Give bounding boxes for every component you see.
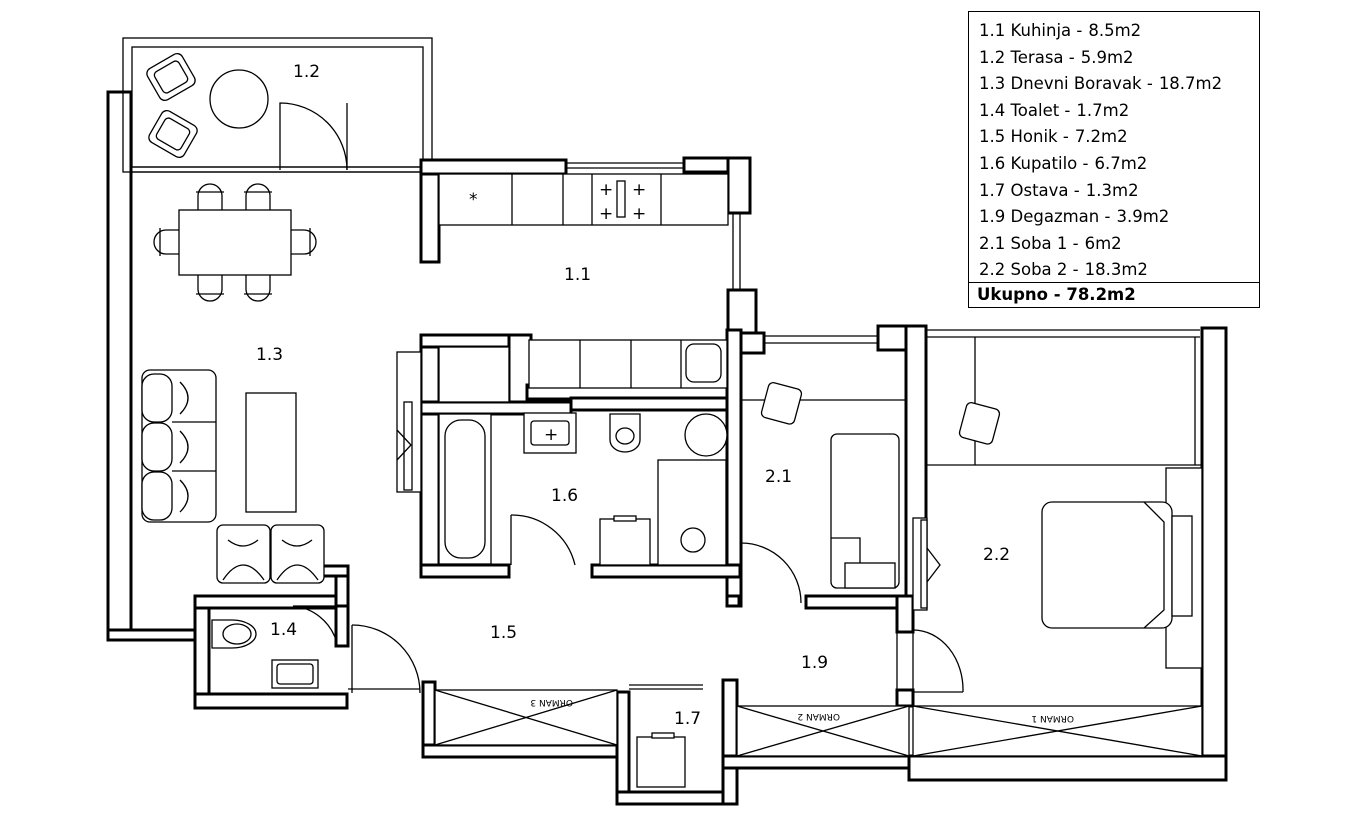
legend-item: 1.1 Kuhinja -8.5m2 <box>979 21 1142 40</box>
svg-text:+: + <box>632 204 646 224</box>
legend-item: 2.2 Soba 2 -18.3m2 <box>979 260 1148 280</box>
sofa-icon <box>141 369 217 523</box>
room-label-bedroom-1: 2.1 <box>765 467 792 487</box>
room-labels: 1.1 1.2 1.3 1.4 1.5 1.6 1.7 1.9 2.1 2.2 <box>256 62 1010 729</box>
stove-icon: + + + + <box>599 180 646 224</box>
toilet-icon <box>211 619 257 649</box>
door-icon <box>279 102 348 171</box>
table-icon <box>209 69 269 129</box>
dining-set <box>153 183 317 302</box>
svg-text:+: + <box>632 180 646 200</box>
room-label-toilet: 1.4 <box>270 620 297 640</box>
kitchen-units: * + + + + <box>396 173 729 493</box>
chair-icon <box>146 52 196 102</box>
legend-total: Ukupno - 78.2m2 <box>969 282 1259 307</box>
walls <box>106 37 1228 806</box>
door-icon <box>348 624 421 694</box>
armchair-icon <box>216 524 325 584</box>
room-label-bathroom: 1.6 <box>551 486 578 506</box>
legend-item: 1.6 Kupatilo -6.7m2 <box>979 153 1148 173</box>
sink-icon <box>685 343 722 383</box>
chair-icon <box>153 183 317 302</box>
legend-item: 2.1 Soba 1 -6m2 <box>979 233 1122 253</box>
room-label-terrace: 1.2 <box>293 62 320 82</box>
bedroom-1-furniture <box>740 382 906 604</box>
wardrobe-label: ORMAN 3 <box>530 697 573 707</box>
living-furniture <box>141 369 325 584</box>
wall-bedroom2-right <box>1200 326 1228 782</box>
legend-item: 1.9 Degazman -3.9m2 <box>979 207 1170 227</box>
wardrobes: ORMAN 3 ORMAN 2 ORMAN 1 <box>434 689 1203 757</box>
counter <box>438 173 729 226</box>
door-icon <box>740 542 802 604</box>
legend-item: 1.4 Toalet -1.7m2 <box>979 100 1130 120</box>
terrace-furniture <box>146 52 348 171</box>
door-icon <box>510 514 576 566</box>
wall-bath-left <box>419 333 441 577</box>
legend-item: 1.3 Dnevni Boravak -18.7m2 <box>979 74 1223 94</box>
toilet-room <box>211 605 421 694</box>
bathroom-fixtures: + <box>438 412 728 566</box>
chair-icon <box>148 109 198 159</box>
chair-icon <box>760 382 803 425</box>
coffee-table <box>245 392 297 513</box>
sink-icon: * <box>469 190 478 210</box>
wall-living-left <box>106 90 133 640</box>
bed-icon <box>1041 501 1193 629</box>
pantry <box>629 684 703 788</box>
legend-item: 1.2 Terasa -5.9m2 <box>979 47 1134 67</box>
room-label-hallway: 1.5 <box>490 623 517 643</box>
washer-icon <box>680 527 706 553</box>
svg-text:+: + <box>599 180 613 200</box>
legend-item: 1.5 Honik -7.2m2 <box>979 127 1128 147</box>
wardrobe-label: ORMAN 2 <box>797 711 840 721</box>
toilet-icon <box>609 413 641 453</box>
room-label-bedroom-2: 2.2 <box>983 545 1010 565</box>
svg-text:+: + <box>544 425 558 445</box>
area-legend: 1.1 Kuhinja -8.5m2 1.2 Terasa -5.9m2 1.3… <box>968 11 1260 308</box>
wardrobe-label: ORMAN 1 <box>1031 713 1074 723</box>
door-icon <box>292 605 337 641</box>
room-label-corridor: 1.9 <box>801 653 828 673</box>
legend-item: 1.7 Ostava -1.3m2 <box>979 180 1139 200</box>
bedroom-2-furniture <box>912 337 1203 693</box>
door-icon <box>912 629 964 693</box>
room-label-living: 1.3 <box>256 345 283 365</box>
room-label-pantry: 1.7 <box>674 709 701 729</box>
room-label-kitchen: 1.1 <box>564 265 591 285</box>
table-icon <box>178 209 292 276</box>
chair-icon <box>958 402 1001 445</box>
svg-text:+: + <box>599 204 613 224</box>
